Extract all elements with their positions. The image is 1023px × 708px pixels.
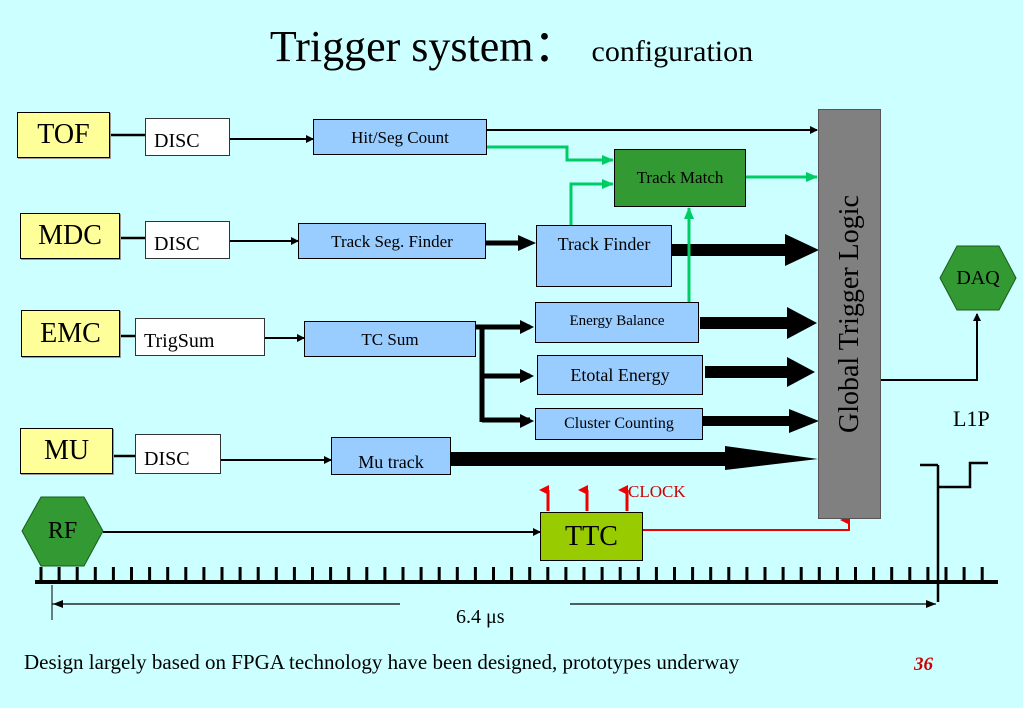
rf-hexagon xyxy=(21,496,104,567)
mu-track-box: Mu track xyxy=(331,437,451,475)
etotal-energy-box: Etotal Energy xyxy=(537,355,703,395)
page-title: Trigger system： configuration xyxy=(0,10,1023,74)
emc-box: EMC xyxy=(21,310,120,357)
mdc-disc-box: DISC xyxy=(145,221,230,259)
mu-box: MU xyxy=(20,428,113,474)
footer-text: Design largely based on FPGA technology … xyxy=(24,650,740,674)
duration-label: 6.4 μs xyxy=(456,606,505,628)
clock-label: CLOCK xyxy=(628,482,686,501)
track-match-box: Track Match xyxy=(614,149,746,207)
page-number: 36 xyxy=(914,654,933,675)
mu-disc-box: DISC xyxy=(135,434,221,474)
global-trigger-logic-box: Global Trigger Logic xyxy=(818,109,881,519)
track-finder-box: Track Finder xyxy=(536,225,672,287)
cluster-counting-box: Cluster Counting xyxy=(535,408,703,440)
track-seg-finder-box: Track Seg. Finder xyxy=(298,223,486,259)
energy-balance-box: Energy Balance xyxy=(535,302,699,343)
daq-label: DAQ xyxy=(956,266,1000,289)
emc-trigsum-box: TrigSum xyxy=(135,318,265,356)
timeline-ticks xyxy=(39,567,984,582)
mdc-box: MDC xyxy=(20,213,120,259)
tof-disc-box: DISC xyxy=(145,118,230,156)
daq-hexagon xyxy=(939,245,1017,311)
ttc-box: TTC xyxy=(540,512,643,561)
l1p-label: L1P xyxy=(953,406,990,431)
tof-box: TOF xyxy=(17,112,110,158)
title-sub: configuration xyxy=(591,35,754,68)
rf-label: RF xyxy=(47,518,78,544)
global-trigger-logic-label: Global Trigger Logic xyxy=(833,195,865,433)
tc-sum-box: TC Sum xyxy=(304,321,476,357)
hit-seg-count-box: Hit/Seg Count xyxy=(313,119,487,155)
title-main: Trigger system： xyxy=(269,22,578,71)
